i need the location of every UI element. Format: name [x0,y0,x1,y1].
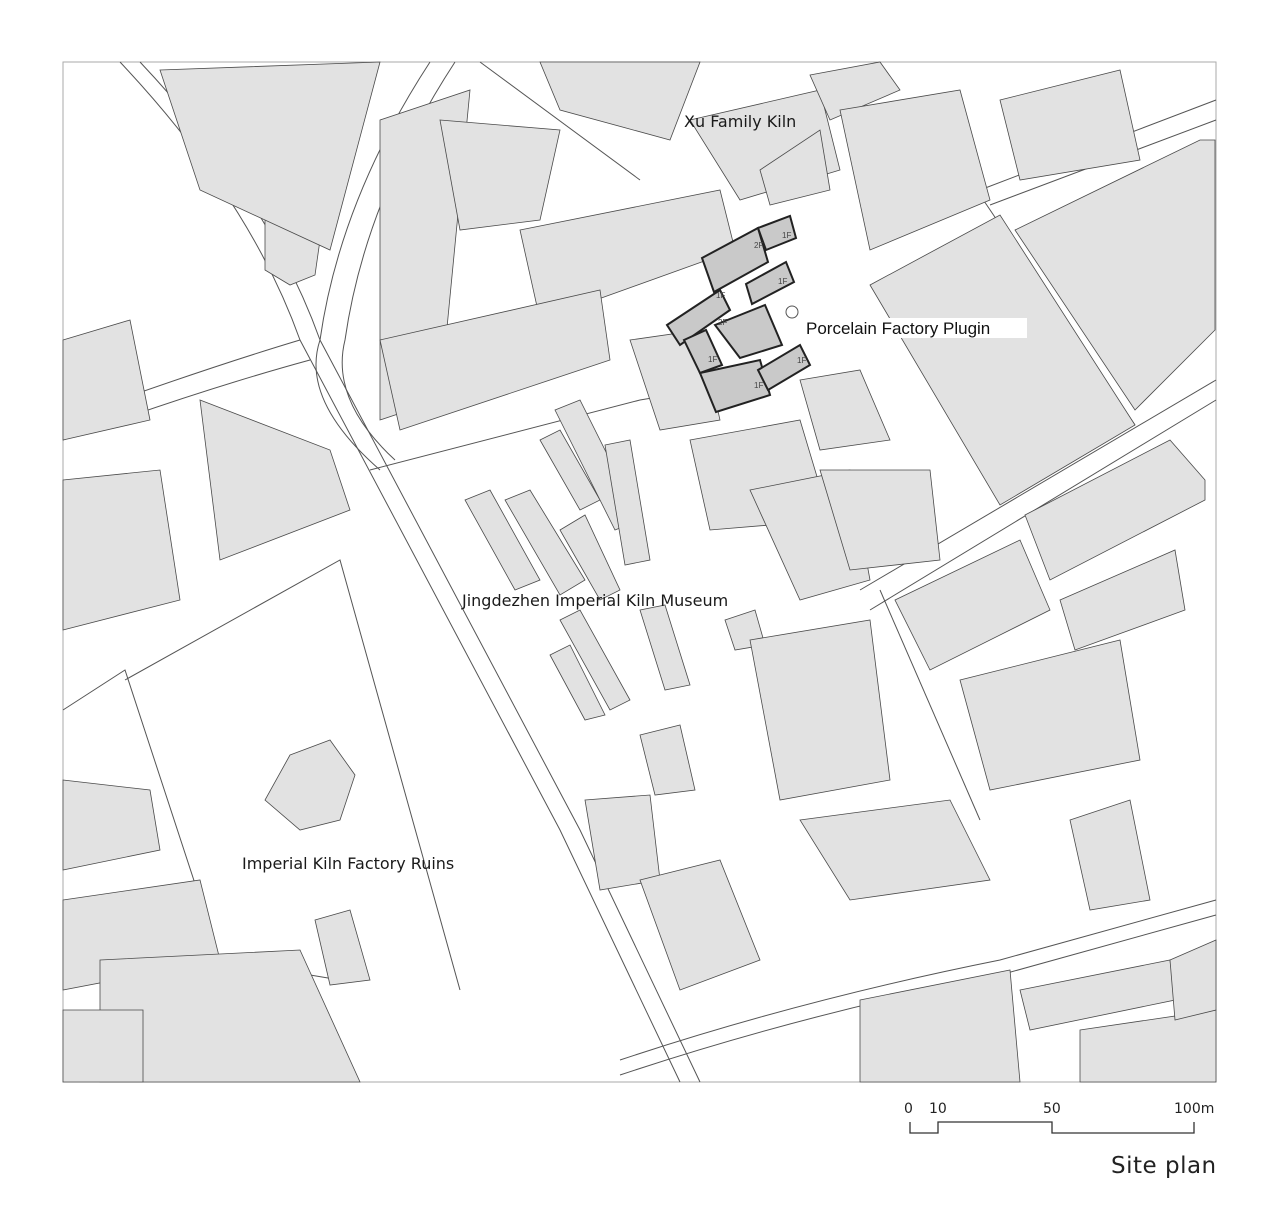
project-building-wing [682,328,724,375]
building [464,489,541,591]
floor-label: 1F [778,277,787,286]
drawing-title: Site plan [1111,1153,1217,1179]
floor-label: 1F [797,356,806,365]
label-imperial-kiln-factory-ruins: Imperial Kiln Factory Ruins [242,854,454,873]
project-building-wing [700,226,770,294]
building [604,439,651,566]
floor-label: 1F [716,291,725,300]
building [799,369,891,451]
project-building-wing [713,303,784,360]
floor-label: 1F [754,381,763,390]
label-porcelain-factory-plugin: Porcelain Factory Plugin [806,319,990,338]
floor-label: 2F [718,318,727,327]
building [859,969,1021,1083]
building [264,739,356,831]
road [479,61,641,181]
building [999,69,1141,181]
building [639,724,696,796]
building [62,469,181,631]
label-xu-family-kiln: Xu Family Kiln [684,112,796,131]
building [159,61,381,251]
building [809,61,901,121]
floor-label: 1F [708,355,717,364]
building [549,644,606,721]
building [639,859,761,991]
building [1059,549,1186,651]
project-building-wing [665,288,732,347]
building [559,609,631,711]
label-imperial-kiln-museum: Jingdezhen Imperial Kiln Museum [461,591,728,610]
building [62,1009,144,1083]
road [124,559,461,991]
building [199,399,351,561]
floor-label: 1F [782,231,791,240]
project-building-wing [756,214,798,252]
building [539,61,701,141]
scale-bar [909,1121,1195,1134]
building [759,129,831,206]
building [799,799,991,901]
road [619,899,1217,1061]
building [379,289,611,431]
label-backdrop [802,318,1027,338]
buildings [62,61,1217,1083]
building [1014,139,1216,411]
building [1069,799,1151,911]
building [62,779,161,871]
building [839,89,991,251]
porcelain-factory-plugin-building: 2F 1F 1F 1F 2F 1F 1F 1F [665,214,812,414]
building [1079,1009,1217,1083]
project-building-wing [698,358,772,414]
building [819,469,941,571]
building [749,619,891,801]
road [869,399,1217,611]
entrance-circle-icon [785,305,799,319]
building [1169,939,1217,1021]
building [504,489,586,596]
scale-tick-50: 50 [1043,1101,1061,1117]
building [62,319,151,441]
building [869,214,1136,506]
building [314,909,371,986]
building [639,604,691,691]
project-building-wing [756,343,812,392]
building [439,119,561,231]
building [894,539,1051,671]
project-building-wing [744,260,796,306]
building [959,639,1141,791]
road [119,61,681,1083]
building [1024,439,1206,581]
scale-tick-10: 10 [929,1101,947,1117]
road [879,589,981,821]
scale-tick-100m: 100m [1174,1101,1215,1117]
scale-tick-0: 0 [904,1101,913,1117]
building [559,514,621,601]
floor-label: 2F [754,241,763,250]
